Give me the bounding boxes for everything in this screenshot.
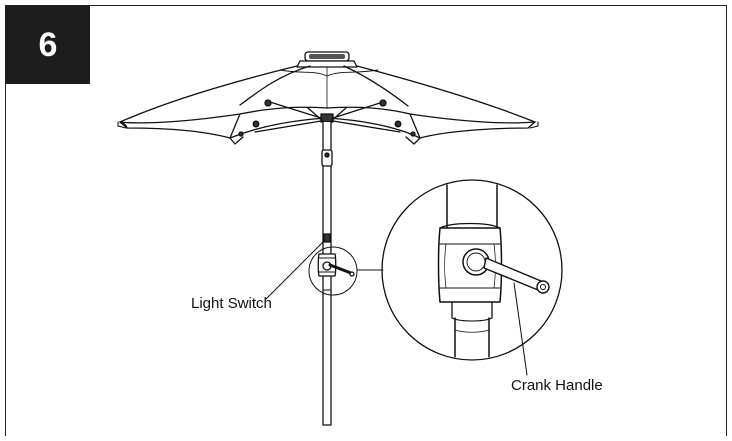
step-number-badge: 6 bbox=[6, 6, 90, 84]
crank-detail-magnifier bbox=[381, 179, 563, 361]
umbrella-canopy bbox=[117, 65, 539, 145]
umbrella-pole bbox=[317, 121, 355, 426]
light-switch-icon bbox=[323, 233, 331, 243]
crank-callout-small bbox=[308, 246, 358, 296]
crank-handle-leader bbox=[513, 282, 528, 376]
light-switch-label: Light Switch bbox=[191, 295, 272, 312]
light-switch-leader bbox=[265, 239, 326, 300]
crank-handle-label: Crank Handle bbox=[511, 377, 603, 394]
solar-panel-icon bbox=[296, 51, 358, 68]
